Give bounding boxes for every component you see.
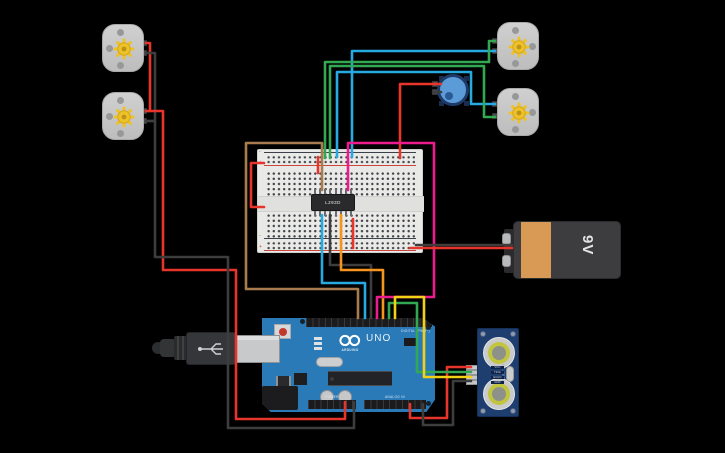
motor-bottom-right[interactable] xyxy=(497,88,539,136)
rail-plus-mark: + xyxy=(259,244,262,250)
battery-label: 9V xyxy=(579,235,596,256)
motor-gear-icon xyxy=(508,102,530,124)
motor-mount-dot xyxy=(117,130,124,137)
rail-minus-mark: - xyxy=(259,149,261,155)
arduino-brand-label: ARDUINO xyxy=(341,348,359,352)
battery-stripe xyxy=(521,222,551,278)
battery-connector[interactable] xyxy=(504,229,514,273)
breadboard-positive-rail-top xyxy=(264,165,416,167)
ultrasonic-sensor-hcsr04[interactable]: HC-SR04 VCC TRIG ECHO GND xyxy=(477,328,519,417)
motor-mount-dot xyxy=(117,97,124,104)
motor-mount-dot xyxy=(117,29,124,36)
analog-header[interactable] xyxy=(364,400,426,409)
wire-motor-left-black-link[interactable] xyxy=(144,51,157,123)
arduino-uno-board[interactable]: DIGITAL (PWM~) ARDUINO UNO POWER ANALOG … xyxy=(262,318,435,412)
chip-pin xyxy=(319,211,322,216)
chip-pin xyxy=(314,211,317,216)
crystal-oscillator xyxy=(316,357,343,367)
screw-hole xyxy=(510,331,516,337)
battery-terminal-negative[interactable] xyxy=(502,255,511,267)
power-header-label: POWER xyxy=(325,395,339,399)
motor-gear-icon xyxy=(113,106,135,128)
pot-knob[interactable] xyxy=(437,74,469,106)
power-header[interactable] xyxy=(308,400,356,409)
chip-pin xyxy=(340,211,343,216)
screw-hole xyxy=(480,408,486,414)
icsp-header[interactable] xyxy=(404,338,416,346)
digital-header[interactable] xyxy=(306,318,432,327)
breadboard-bottom-rail-holes[interactable] xyxy=(266,240,416,250)
power-jack[interactable] xyxy=(262,386,298,410)
led-indicator xyxy=(314,342,322,345)
motor-gear-icon xyxy=(508,36,530,58)
sensor-pin-label-trig: TRIG xyxy=(491,370,504,375)
chip-pin xyxy=(335,211,338,216)
wire-pot-red[interactable] xyxy=(398,82,443,160)
breadboard-positive-rail-bottom xyxy=(264,250,416,252)
chip-pin xyxy=(324,211,327,216)
analog-header-label: ANALOG IN xyxy=(384,395,406,399)
led-indicator xyxy=(314,347,322,350)
chip-pin xyxy=(345,211,348,216)
transducer xyxy=(483,337,515,369)
breadboard-negative-rail-bottom xyxy=(264,238,416,240)
transducer-ring xyxy=(488,383,510,405)
sensor-pin-label-echo: ECHO xyxy=(491,375,504,380)
motor-mount-dot xyxy=(529,109,536,116)
motor-top-left[interactable] xyxy=(102,24,144,72)
microcontroller-ic xyxy=(328,371,392,386)
pot-knob-indicator xyxy=(445,92,453,100)
transducer-center xyxy=(492,387,506,401)
wire-cyan-to-motor-tr[interactable] xyxy=(350,49,497,159)
mounting-hole xyxy=(300,319,305,324)
motor-mount-dot xyxy=(106,113,113,120)
screw-hole xyxy=(480,331,486,337)
sensor-pin-label-vcc: VCC xyxy=(491,365,504,370)
led-indicator xyxy=(314,337,322,340)
usb-cable[interactable] xyxy=(186,332,236,365)
chip-pin xyxy=(350,211,353,216)
motor-mount-dot xyxy=(512,60,519,67)
sensor-crystal xyxy=(506,366,514,382)
usb-icon xyxy=(198,343,223,355)
battery-9v[interactable]: 9V xyxy=(513,221,621,279)
arduino-logo-icon xyxy=(339,334,361,347)
usb-socket-highlight xyxy=(235,336,279,340)
arduino-model-label: UNO xyxy=(366,333,392,344)
reset-button-cap[interactable] xyxy=(279,328,287,336)
chip-label: L293D xyxy=(325,200,341,205)
motor-mount-dot xyxy=(106,45,113,52)
motor-mount-dot xyxy=(512,93,519,100)
battery-terminal-positive[interactable] xyxy=(502,233,511,245)
motor-gear-icon xyxy=(113,38,135,60)
ic-notch xyxy=(330,377,334,381)
rail-plus-mark: + xyxy=(259,160,262,166)
mounting-hole xyxy=(426,401,431,406)
potentiometer[interactable] xyxy=(436,73,472,109)
motor-mount-dot xyxy=(512,27,519,34)
usb-socket xyxy=(234,335,280,363)
motor-mount-dot xyxy=(512,126,519,133)
motor-bottom-left[interactable] xyxy=(102,92,144,140)
breadboard-lower-holes[interactable] xyxy=(266,213,416,240)
breadboard-negative-rail-top xyxy=(264,152,416,154)
transducer-ring xyxy=(488,342,510,364)
transducer-center xyxy=(492,346,506,360)
pot-mount-tab xyxy=(464,101,469,106)
motor-mount-dot xyxy=(529,43,536,50)
voltage-regulator xyxy=(294,373,307,385)
motor-mount-dot xyxy=(117,62,124,69)
motor-top-right[interactable] xyxy=(497,22,539,70)
sensor-pin-label-gnd: GND xyxy=(491,380,504,385)
l293d-chip[interactable]: L293D xyxy=(311,194,355,211)
rail-minus-mark: - xyxy=(259,233,261,239)
chip-pin xyxy=(329,211,332,216)
breadboard-top-rail-holes[interactable] xyxy=(266,154,416,164)
screw-hole xyxy=(510,408,516,414)
